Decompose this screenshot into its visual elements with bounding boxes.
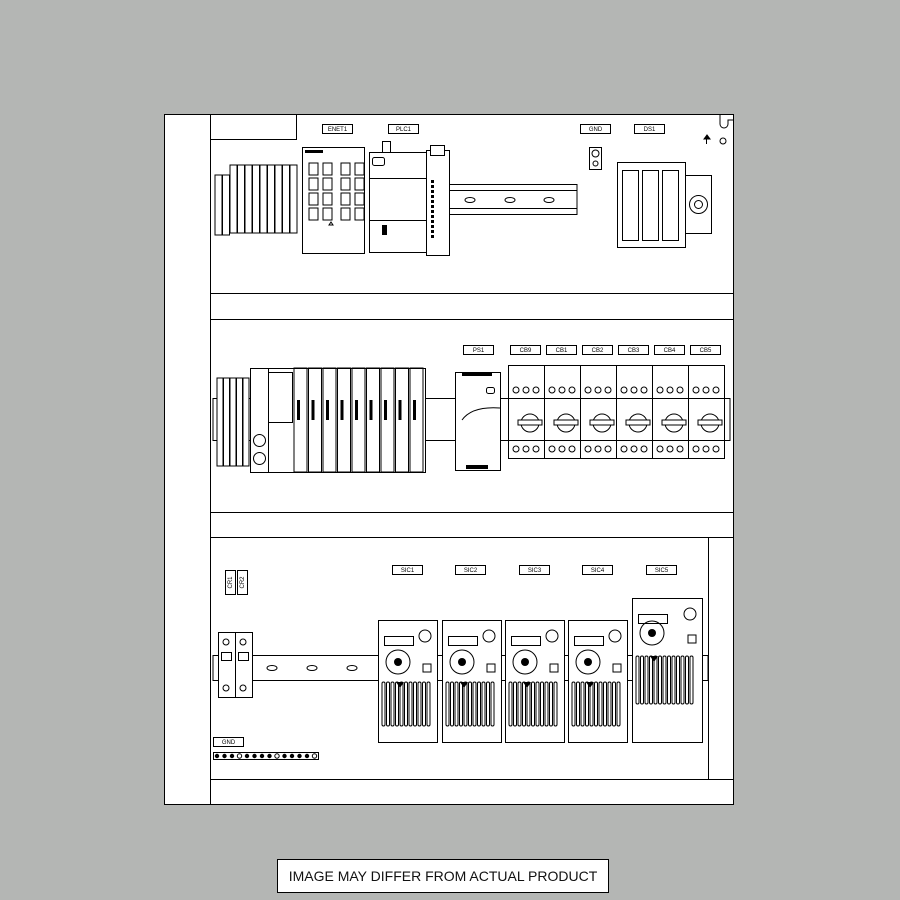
ethernet-port [354,207,365,221]
label-cr2: CR2 [237,570,248,595]
ground-terminal [589,147,602,170]
label-plc1: PLC1 [388,124,419,134]
ethernet-port [322,162,333,176]
label-cb3: CB3 [618,345,649,355]
ethernet-port [340,162,351,176]
power-supply-ps1 [455,372,501,471]
vfd-drive-sic4 [568,620,628,743]
ethernet-port [340,207,351,221]
svg-text:CB2: CB2 [592,348,604,354]
vfd-drive-sic2 [442,620,502,743]
rail-slot [464,197,476,203]
svg-text:SIC5: SIC5 [655,568,669,574]
label-cb4: CB4 [654,345,685,355]
mounting-hole [719,137,727,145]
label-sic3: SIC3 [519,565,550,575]
svg-text:PS1: PS1 [473,348,485,354]
rail-slot [306,665,318,671]
svg-text:GND: GND [222,740,236,746]
ethernet-port [340,192,351,206]
svg-text:CB4: CB4 [664,348,676,354]
terminal-blocks [216,377,250,467]
ethernet-port [322,192,333,206]
ethernet-port [340,177,351,191]
circuit-breaker-cb9 [508,365,545,459]
svg-text:CB5: CB5 [700,348,712,354]
svg-text:CB9: CB9 [520,348,532,354]
label-cb5: CB5 [690,345,721,355]
io-module [426,145,450,256]
svg-text:CB1: CB1 [556,348,568,354]
ethernet-port [308,192,319,206]
rail-slot [543,197,555,203]
svg-text:ENET1: ENET1 [328,127,348,133]
circuit-breaker-cb3 [616,365,653,459]
circuit-breaker-cb2 [580,365,617,459]
svg-text:SIC2: SIC2 [464,568,478,574]
label-ds1: DS1 [634,124,665,134]
label-cb1: CB1 [546,345,577,355]
svg-text:SIC4: SIC4 [591,568,605,574]
svg-text:GND: GND [589,127,603,133]
label-gnd: GND [580,124,611,134]
svg-text:PLC1: PLC1 [396,127,412,133]
svg-text:SIC3: SIC3 [528,568,542,574]
ethernet-port [308,162,319,176]
vfd-drive-sic5 [632,598,703,743]
terminal-blocks [214,164,298,236]
vfd-drive-sic1 [378,620,438,743]
label-cr1: CR1 [225,570,236,595]
vfd-drive-sic3 [505,620,565,743]
ethernet-port [308,207,319,221]
circuit-breaker-cb1 [544,365,581,459]
svg-text:CR2: CR2 [240,576,246,589]
circuit-breakers [508,365,725,459]
label-gnd-bar: GND [213,737,244,747]
rail-slot [266,665,278,671]
io-rack [250,367,426,473]
label-sic5: SIC5 [646,565,677,575]
ethernet-port [322,207,333,221]
ethernet-switch-enet1 [302,147,365,254]
rail-slot [346,665,358,671]
label-sic4: SIC4 [582,565,613,575]
panel-notch [719,114,733,129]
svg-text:DS1: DS1 [644,127,656,133]
rail-slot [504,197,516,203]
ground-bar [213,752,319,760]
label-ps1: PS1 [463,345,494,355]
control-relays [218,632,253,698]
ethernet-port [354,192,365,206]
circuit-breaker-cb4 [652,365,689,459]
svg-text:CB3: CB3 [628,348,640,354]
ethernet-port [354,177,365,191]
disconnect-switch-ds1 [617,162,712,248]
circuit-breaker-cb5 [688,365,725,459]
plc-controller-plc1 [369,141,427,253]
label-sic2: SIC2 [455,565,486,575]
label-sic1: SIC1 [392,565,423,575]
label-enet1: ENET1 [322,124,353,134]
label-cb2: CB2 [582,345,613,355]
label-cb9: CB9 [510,345,541,355]
din-rail [439,184,578,215]
svg-text:CR1: CR1 [228,576,234,589]
ethernet-port [322,177,333,191]
ethernet-port [354,162,365,176]
disclaimer-caption: IMAGE MAY DIFFER FROM ACTUAL PRODUCT [277,859,609,893]
ethernet-port [308,177,319,191]
svg-text:SIC1: SIC1 [401,568,415,574]
arrow-up-icon [703,134,711,144]
title-block [210,114,297,140]
